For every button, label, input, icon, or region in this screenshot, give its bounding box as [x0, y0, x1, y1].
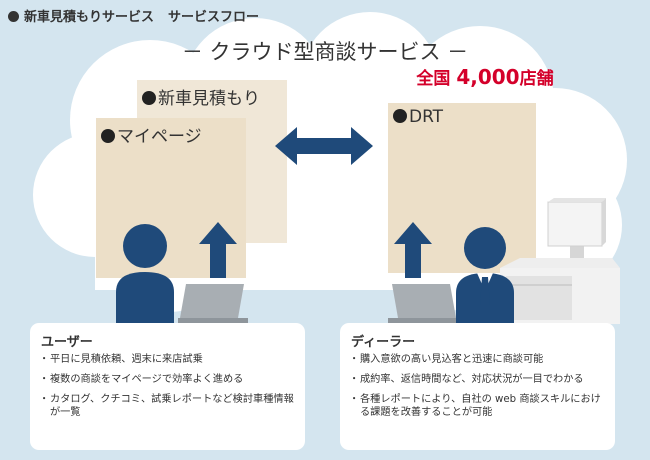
badge-suffix: 店舗 [519, 69, 554, 89]
dealership-building-icon [500, 198, 620, 324]
header-title: 新車見積もりサービス [24, 10, 155, 25]
list-item: 複数の商談をマイページで効率よく進める [39, 373, 300, 386]
bidirectional-arrow-icon [275, 127, 373, 165]
badge-count: 4,000 [456, 65, 520, 89]
list-item: カタログ、クチコミ、試乗レポートなど検討車種情報が一覧 [39, 393, 300, 419]
laptop-icon [388, 284, 458, 324]
dealer-card-title: ディーラー [351, 335, 416, 350]
dealer-panel-text: DRT [409, 107, 444, 127]
up-arrow-icon [199, 222, 237, 278]
dealer-count-badge: 全国 4,000店舗 [350, 64, 620, 89]
user-person-icon [116, 224, 174, 326]
dealer-card: ディーラー 購入意欲の高い見込客と迅速に商談可能 成約率、返信時間など、対応状況… [340, 323, 615, 450]
list-item: 購入意欲の高い見込客と迅速に商談可能 [349, 353, 610, 366]
cloud-title: － クラウド型商談サービス － [181, 40, 469, 64]
header-subtitle: サービスフロー [168, 10, 260, 25]
up-arrow-icon [394, 222, 432, 278]
user-card-title: ユーザー [41, 335, 93, 350]
bullet-icon [8, 11, 19, 22]
page-header: 新車見積もりサービスサービスフロー [8, 6, 259, 25]
mypage-panel-text: マイページ [117, 127, 202, 147]
list-item: 平日に見積依頼、週末に来店試乗 [39, 353, 300, 366]
estimate-panel-text: 新車見積もり [158, 89, 260, 109]
estimate-panel-label: 新車見積もり [142, 84, 260, 109]
list-item: 成約率、返信時間など、対応状況が一目でわかる [349, 373, 610, 386]
badge-prefix: 全国 [416, 69, 451, 89]
user-card: ユーザー 平日に見積依頼、週末に来店試乗 複数の商談をマイページで効率よく進める… [30, 323, 305, 450]
mypage-panel-label: マイページ [101, 122, 202, 147]
dealer-benefit-list: 購入意欲の高い見込客と迅速に商談可能 成約率、返信時間など、対応状況が一目でわか… [349, 353, 610, 426]
dealer-person-icon [456, 227, 514, 325]
bullet-icon [142, 91, 156, 105]
bullet-icon [393, 109, 407, 123]
dealer-panel-label: DRT [393, 107, 443, 127]
laptop-icon [178, 284, 248, 324]
bullet-icon [101, 129, 115, 143]
user-benefit-list: 平日に見積依頼、週末に来店試乗 複数の商談をマイページで効率よく進める カタログ… [39, 353, 300, 426]
list-item: 各種レポートにより、自社の web 商談スキルにおける課題を改善することが可能 [349, 393, 610, 419]
